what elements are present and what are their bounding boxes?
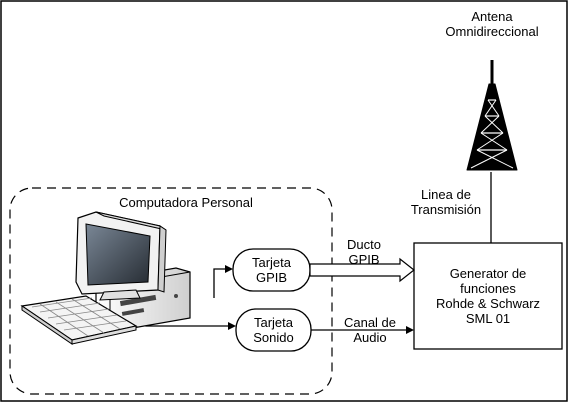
transmission-line-label-line2: Transmisión — [410, 202, 482, 217]
sound-card-label-line1: Tarjeta — [253, 315, 294, 330]
gpib-bus-label-line1: Ducto — [347, 237, 381, 252]
pc-to-gpib-connector — [213, 268, 226, 298]
sound-card-label-line2: Sonido — [253, 330, 294, 345]
generator-label-line1: Generator de — [449, 266, 527, 281]
gpib-bus-label-line2: GPIB — [348, 252, 380, 267]
antenna-tower-icon — [466, 60, 518, 171]
gpib-card-label-line2: GPIB — [255, 270, 288, 285]
pc-group-label: Computadora Personal — [119, 195, 253, 210]
pc-group-boundary — [9, 187, 333, 395]
generator-label-line3: Rohde & Schwarz — [435, 296, 541, 311]
antenna-label-line1: Antena — [471, 9, 513, 24]
pc-to-sound-arrowhead — [228, 322, 236, 330]
pc-to-gpib-arrowhead — [225, 265, 233, 273]
generator-box — [413, 242, 563, 350]
gpib-card-label-line1: Tarjeta — [251, 255, 292, 270]
transmission-line-label: Linea de Transmisión — [400, 187, 492, 217]
audio-channel-label-line1: Canal de — [343, 315, 397, 330]
keyboard-icon — [20, 295, 138, 345]
generator-label: Generator de funciones Rohde & Schwarz S… — [414, 266, 562, 326]
generator-label-line4: SML 01 — [465, 311, 511, 326]
audio-channel-arrowhead — [406, 326, 414, 334]
antenna-label: Antena Omnidireccional — [412, 9, 568, 39]
gpib-bus-label: Ducto GPIB — [334, 237, 394, 267]
sound-card-label: Tarjeta Sonido — [236, 315, 311, 345]
audio-channel-label: Canal de Audio — [330, 315, 410, 345]
transmission-line-label-line1: Linea de — [421, 187, 471, 202]
audio-channel-label-line2: Audio — [353, 330, 387, 345]
gpib-bus-arrow — [309, 257, 415, 283]
gpib-card-label: Tarjeta GPIB — [233, 255, 310, 285]
antenna-label-line2: Omnidireccional — [445, 24, 539, 39]
generator-label-line2: funciones — [460, 281, 516, 296]
